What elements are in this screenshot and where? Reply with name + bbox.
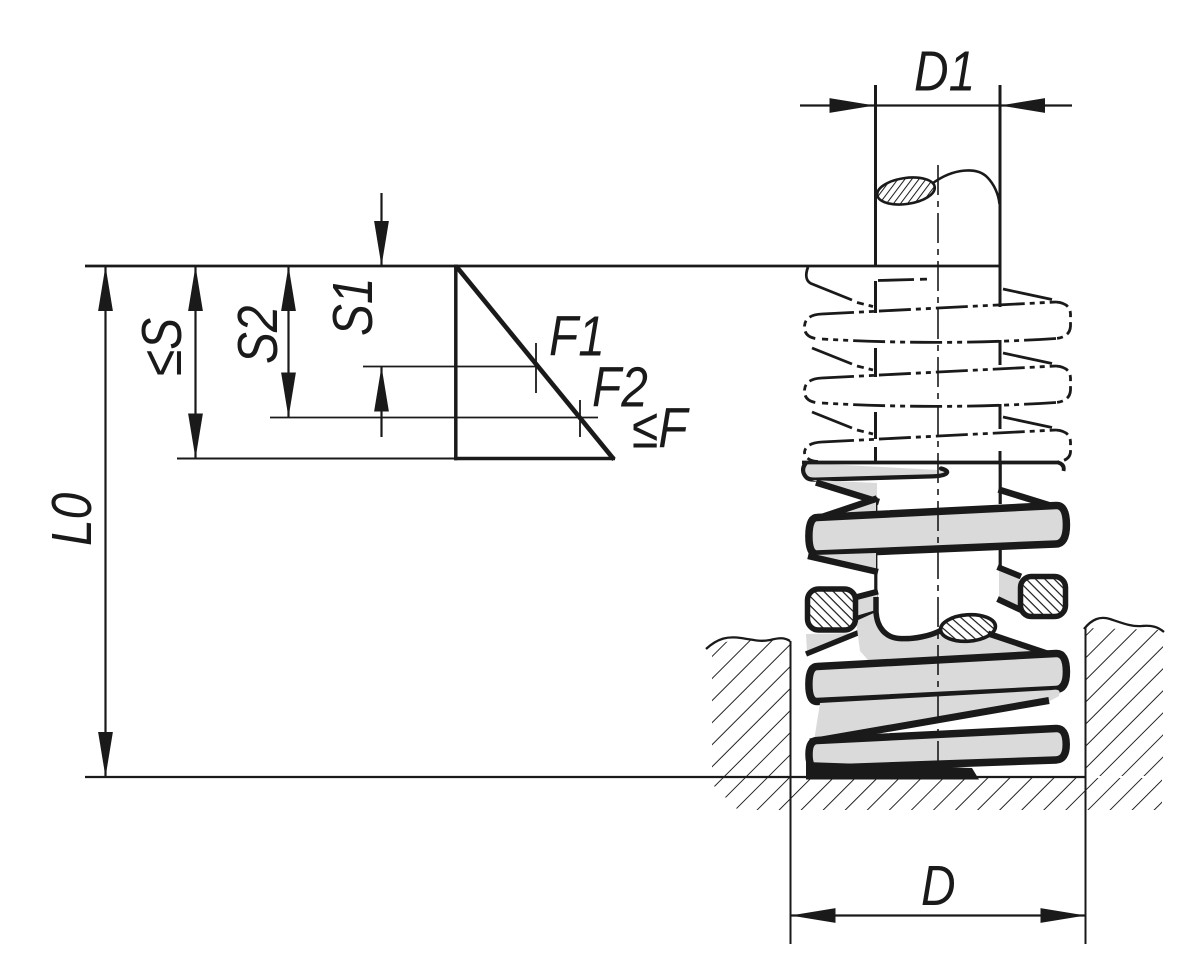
svg-text:D: D [921,854,956,918]
svg-text:≤F: ≤F [632,397,690,461]
svg-text:L0: L0 [40,493,104,546]
svg-text:S2: S2 [226,305,290,364]
svg-text:F2: F2 [592,356,648,420]
svg-text:≤S: ≤S [130,318,194,376]
svg-text:S1: S1 [321,277,385,336]
svg-text:D1: D1 [914,40,975,104]
svg-text:F1: F1 [549,305,605,369]
